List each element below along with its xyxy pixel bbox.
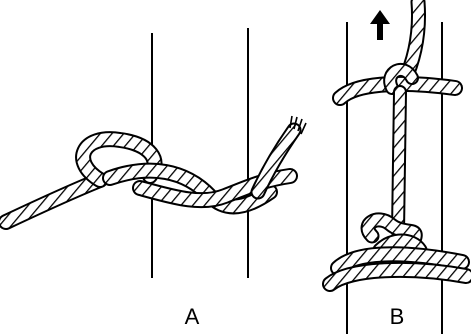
arrow-up-icon: [370, 10, 390, 40]
rope-lower-wraps-b: [330, 254, 466, 284]
label-a: A: [185, 304, 200, 329]
label-b: B: [390, 304, 405, 329]
panel-b: B: [330, 2, 466, 334]
panel-a: A: [6, 28, 306, 329]
rope-lower-knot-b: [368, 220, 420, 250]
rope-vertical-b: [398, 92, 400, 232]
rope-standing-part-a: [6, 180, 100, 222]
